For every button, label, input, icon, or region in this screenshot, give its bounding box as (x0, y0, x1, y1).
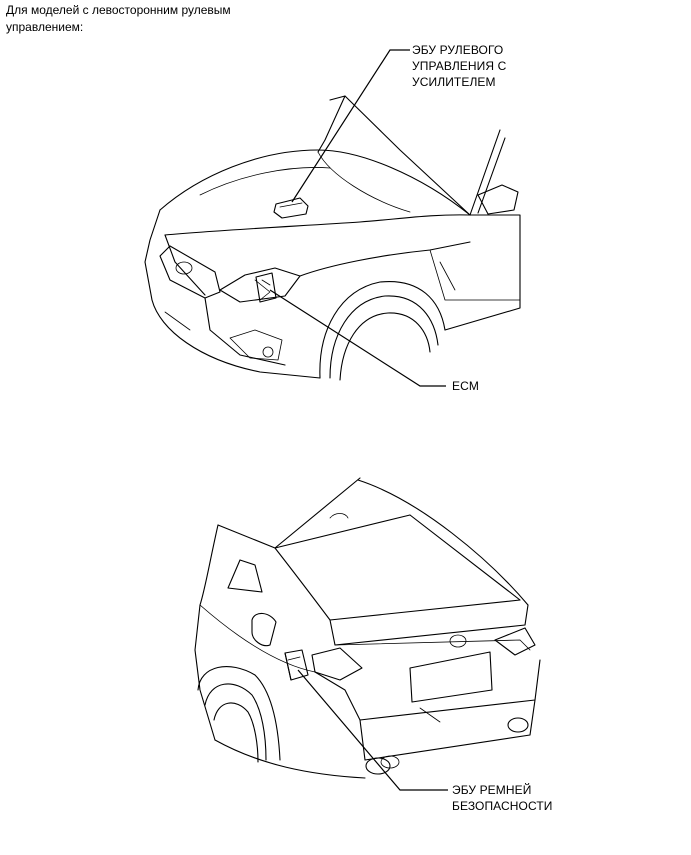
rear-car-drawing (194, 477, 541, 779)
front-car-drawing (144, 95, 521, 381)
leader-seat-belt-ecu (297, 669, 448, 791)
leader-eps-ecu (291, 49, 410, 203)
leader-ecm (269, 289, 446, 387)
label-eps-ecu: ЭБУ РУЛЕВОГО УПРАВЛЕНИЯ С УСИЛИТЕЛЕМ (412, 43, 507, 89)
label-seat-belt-ecu: ЭБУ РЕМНЕЙ БЕЗОПАСНОСТИ (452, 783, 553, 813)
diagram-caption: Для моделей с левосторонним рулевым упра… (6, 3, 231, 34)
label-ecm: ECM (452, 379, 479, 393)
